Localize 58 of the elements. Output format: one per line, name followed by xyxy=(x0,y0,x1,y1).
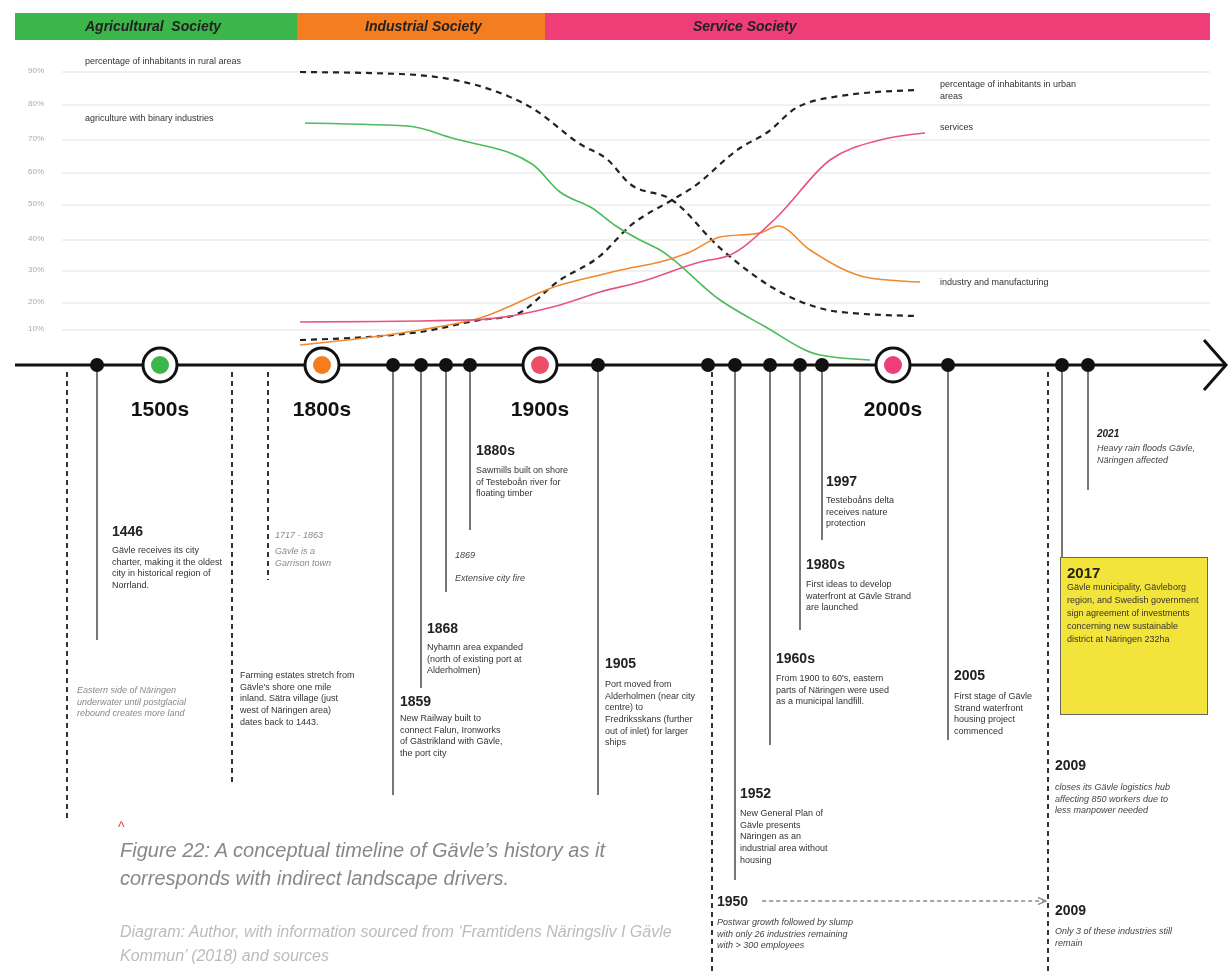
event-description: Testeboåns delta receives nature protection xyxy=(826,495,896,531)
axis-tick-label: 20% xyxy=(28,297,45,308)
axis-tick-label: 30% xyxy=(28,265,45,276)
axis-tick-label: 80% xyxy=(28,99,45,110)
event-description: Farming estates stretch from Gävle's shore one mile inland. Sätra village (just west of Näringen area) dates back to 1443. xyxy=(240,670,355,729)
event-year: 1980s xyxy=(806,555,846,574)
event-year: 1446 xyxy=(112,522,145,541)
axis-tick-label: 10% xyxy=(28,324,45,335)
event-year: 2009 xyxy=(1055,902,1087,918)
era-band: Industrial Society xyxy=(297,13,545,40)
event-year: 1905 xyxy=(605,654,638,673)
event-description: Gävle receives its city charter, making it the oldest city in historical region of Norrland. xyxy=(112,545,224,592)
event-description: Sawmills built on shore of Testeboån river for floating timber xyxy=(476,465,570,501)
event-year: 1952 xyxy=(740,784,773,803)
axis-tick-label: 90% xyxy=(28,66,45,77)
era-label: 1900s xyxy=(509,396,571,422)
event-description: Gävle municipality, Gävleborg region, and Swedish government sign agreement of investments concerning new sustainable district at Näringen 232ha xyxy=(1067,581,1200,647)
event-description: From 1900 to 60's, eastern parts of Näringen were used as a municipal landfill. xyxy=(776,673,891,709)
event-year: 1868 xyxy=(427,619,460,638)
axis-tick-label: 60% xyxy=(28,167,45,178)
era-label: 2000s xyxy=(862,396,924,422)
axis-tick-label: 50% xyxy=(28,199,45,210)
event-description: First ideas to develop waterfront at Gävle Strand are launched xyxy=(806,579,913,615)
event-year: 1950 xyxy=(717,893,749,909)
event-year: 1997 xyxy=(826,472,859,491)
event-year: 2009 xyxy=(1055,756,1088,775)
event-description: Heavy rain floods Gävle, Näringen affected xyxy=(1097,443,1197,467)
series-label: agriculture with binary industries xyxy=(85,112,305,125)
event-year: 2017 xyxy=(1067,564,1102,581)
event-year: 2021 xyxy=(1097,427,1121,440)
dashed-arrow xyxy=(761,896,1047,906)
era-label: 1500s xyxy=(129,396,191,422)
source-note: Diagram: Author, with information sourced from ‘Framtidens Näringsliv I Gävle Kommun’ (2018) and sources xyxy=(120,922,673,966)
event-year: 1869 xyxy=(455,550,477,562)
era-band: Service Society xyxy=(545,13,1210,40)
axis-tick-label: 40% xyxy=(28,234,45,245)
event-description: closes its Gävle logistics hub affecting 850 workers due to less manpower needed xyxy=(1055,782,1172,818)
event-description: Port moved from Alderholmen (near city centre) to Fredriksskans (further out of inlet) for larger ships xyxy=(605,679,697,750)
event-description: Nyhamn area expanded (north of existing port at Alderholmen) xyxy=(427,642,525,678)
highlight-box xyxy=(1060,557,1208,715)
event-year: 1960s xyxy=(776,649,816,668)
event-description: New Railway built to connect Falun, Ironworks of Gästrikland with Gävle, the port city xyxy=(400,713,504,760)
caret-mark: ^ xyxy=(118,818,126,837)
event-description: Eastern side of Näringen underwater until postglacial rebound creates more land xyxy=(77,685,188,721)
event-description: First stage of Gävle Strand waterfront housing project commenced xyxy=(954,691,1034,738)
event-year: 2005 xyxy=(954,666,987,685)
event-description: New General Plan of Gävle presents Näringen as an industrial area without housing xyxy=(740,808,829,867)
event-year: 1880s xyxy=(476,441,516,460)
era-label: 1800s xyxy=(291,396,353,422)
event-description: Extensive city fire xyxy=(455,573,527,585)
figure-caption: Figure 22: A conceptual timeline of Gävle’s history as it corresponds with indirect landscape drivers. xyxy=(120,838,607,891)
axis-tick-label: 70% xyxy=(28,134,45,145)
era-band: Agricultural Society xyxy=(15,13,297,40)
event-description: Only 3 of these industries still remain xyxy=(1055,926,1174,950)
event-description: Postwar growth followed by slump with only 26 industries remaining with > 300 employees xyxy=(717,917,855,953)
event-description: Gävle is a Garrison town xyxy=(275,546,333,570)
event-year: 1859 xyxy=(400,692,433,711)
event-year: 1717 - 1863 xyxy=(275,530,325,542)
